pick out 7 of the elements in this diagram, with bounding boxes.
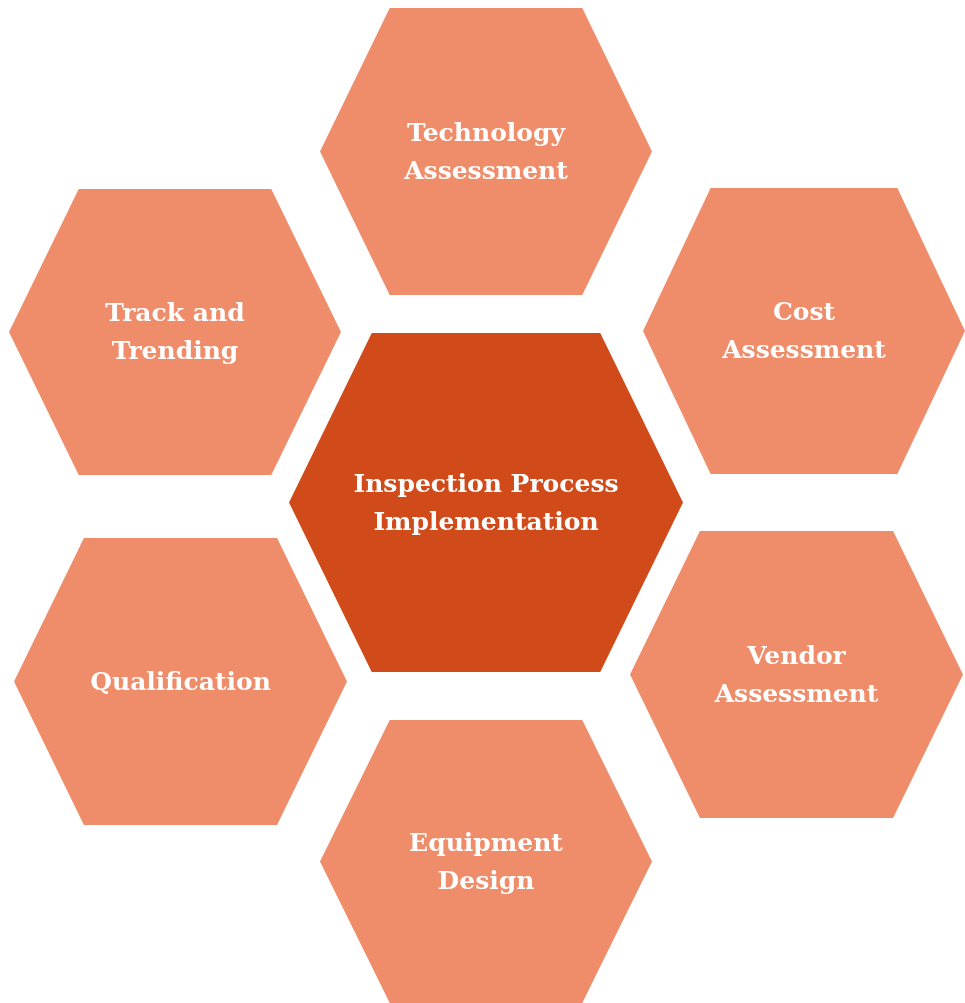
hexagon-label: Qualification — [90, 665, 271, 698]
hexagon-label: Inspection Process Implementation — [352, 467, 620, 538]
hexagon-label: Technology Assessment — [403, 116, 569, 187]
hexagon-label: Track and Trending — [104, 297, 246, 367]
hexagon-label: Vendor Assessment — [713, 639, 880, 710]
hexagon-label: Equipment Design — [408, 826, 564, 897]
hexagon-label: Cost Assessment — [721, 296, 887, 366]
